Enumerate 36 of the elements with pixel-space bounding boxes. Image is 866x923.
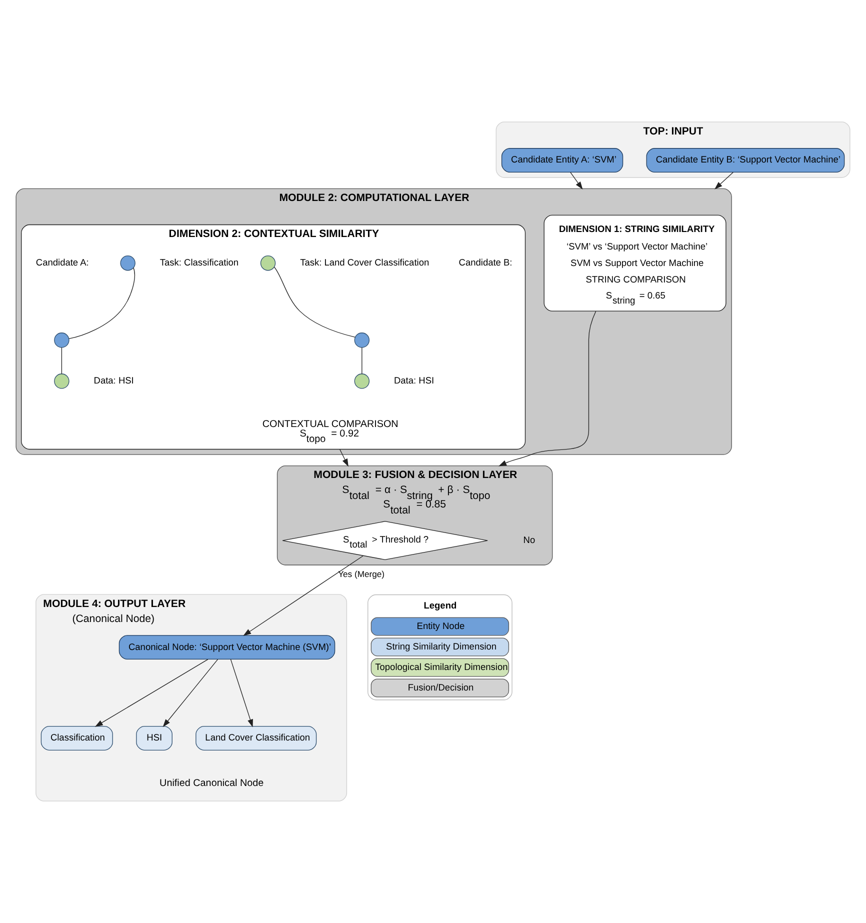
node-circle bbox=[354, 332, 370, 348]
arrow bbox=[94, 659, 208, 727]
legend-label: String Similarity Dimension bbox=[386, 641, 497, 652]
node-circle bbox=[354, 374, 370, 389]
node-circle bbox=[120, 256, 136, 271]
arrow bbox=[498, 310, 596, 466]
label: Candidate B: bbox=[458, 258, 512, 268]
node-label: Data: HSI bbox=[394, 376, 434, 386]
label: No bbox=[523, 534, 536, 545]
node-box: Canonical Node: ‘Support Vector Machine (SVM)’ bbox=[118, 635, 336, 660]
connector bbox=[61, 347, 62, 374]
node-label: Task: Land Cover Classification bbox=[300, 258, 430, 268]
node-circle bbox=[260, 256, 276, 271]
connector bbox=[68, 268, 135, 340]
arrow bbox=[570, 172, 583, 190]
legend-label: Fusion/Decision bbox=[408, 682, 474, 692]
node-circle bbox=[54, 332, 70, 348]
arrow bbox=[714, 172, 734, 190]
legend-label: Entity Node bbox=[416, 620, 465, 631]
label: Legend bbox=[424, 600, 457, 610]
legend-label: Topological Similarity Dimension bbox=[375, 662, 508, 672]
connector bbox=[274, 266, 356, 338]
node-label: Data: HSI bbox=[94, 376, 134, 386]
arrow bbox=[162, 659, 218, 728]
arrow bbox=[230, 659, 253, 728]
node-label: Task: Classification bbox=[160, 258, 239, 268]
node-circle bbox=[54, 374, 70, 389]
node-box: Classification bbox=[40, 726, 113, 750]
label: Candidate A: bbox=[36, 258, 89, 268]
edge-label: Yes (Merge) bbox=[338, 569, 385, 580]
arrow bbox=[339, 448, 348, 467]
arrow bbox=[243, 556, 364, 636]
node-box: Land Cover Classification bbox=[196, 726, 317, 750]
node-box: Candidate Entity A: ‘SVM’ bbox=[501, 148, 624, 173]
node-box: Candidate Entity B: ‘Support Vector Machine’ bbox=[646, 148, 845, 173]
node-box: HSI bbox=[136, 726, 172, 750]
